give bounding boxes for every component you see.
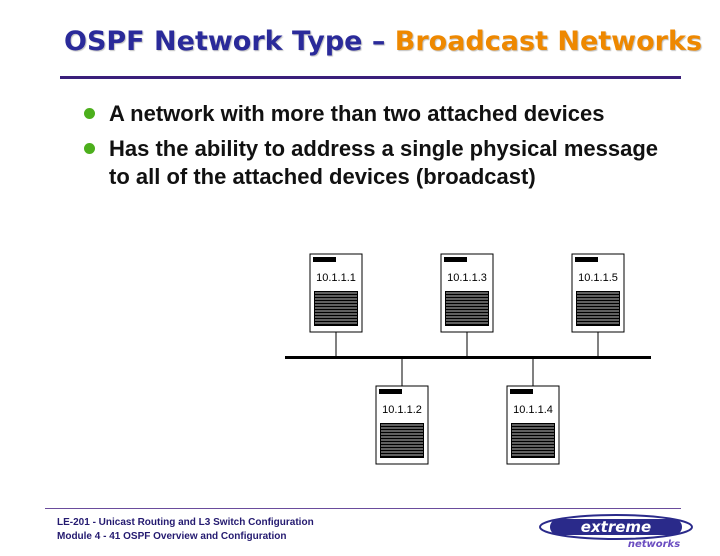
title-part-network-type: OSPF Network Type –	[64, 26, 395, 57]
device-label: 10.1.1.5	[578, 272, 618, 284]
device-10-1-1-1: 10.1.1.1	[309, 253, 363, 333]
footer: LE-201 - Unicast Routing and L3 Switch C…	[57, 516, 314, 544]
bullet-dot-icon	[84, 143, 95, 154]
device-10-1-1-4: 10.1.1.4	[506, 385, 560, 465]
footer-divider	[45, 508, 681, 509]
slide-title: OSPF Network Type – Broadcast Networks	[64, 26, 702, 57]
footer-module-line: Module 4 - 41 OSPF Overview and Configur…	[57, 531, 287, 542]
device-10-1-1-2: 10.1.1.2	[375, 385, 429, 465]
device-label: 10.1.1.1	[316, 272, 356, 284]
logo-extreme-text: extreme	[581, 518, 651, 536]
extreme-networks-logo: extreme networks	[539, 514, 693, 550]
bullet-text-1: A network with more than two attached de…	[109, 101, 605, 126]
title-underline	[60, 76, 681, 79]
footer-course-line: LE-201 - Unicast Routing and L3 Switch C…	[57, 517, 314, 528]
title-part-broadcast: Broadcast Networks	[394, 26, 703, 57]
device-10-1-1-3: 10.1.1.3	[440, 253, 494, 333]
bullet-dot-icon	[84, 108, 95, 119]
device-label: 10.1.1.3	[447, 272, 487, 284]
device-label: 10.1.1.4	[513, 404, 553, 416]
bullet-item-1: A network with more than two attached de…	[84, 100, 674, 128]
network-bus	[285, 356, 651, 359]
bullet-item-2: Has the ability to address a single phys…	[84, 135, 674, 191]
device-10-1-1-5: 10.1.1.5	[571, 253, 625, 333]
bullet-text-2: Has the ability to address a single phys…	[109, 136, 659, 189]
logo-networks-text: networks	[628, 539, 680, 550]
device-label: 10.1.1.2	[382, 404, 422, 416]
bullet-list: A network with more than two attached de…	[84, 100, 674, 198]
